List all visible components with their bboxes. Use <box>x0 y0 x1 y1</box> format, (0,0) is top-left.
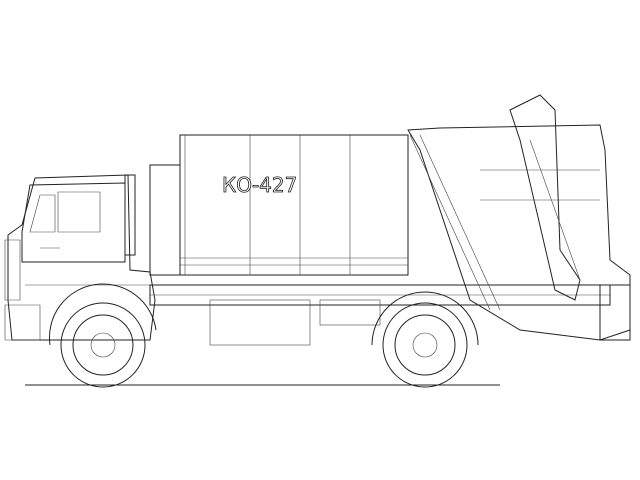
cab <box>4 174 156 341</box>
body-marking: КО-427 <box>222 173 297 197</box>
compactor-body: КО-427 <box>149 134 409 276</box>
front-wheel <box>48 283 157 388</box>
rear-loader <box>407 94 631 341</box>
rear-wheel <box>371 291 479 388</box>
chassis <box>149 284 611 346</box>
